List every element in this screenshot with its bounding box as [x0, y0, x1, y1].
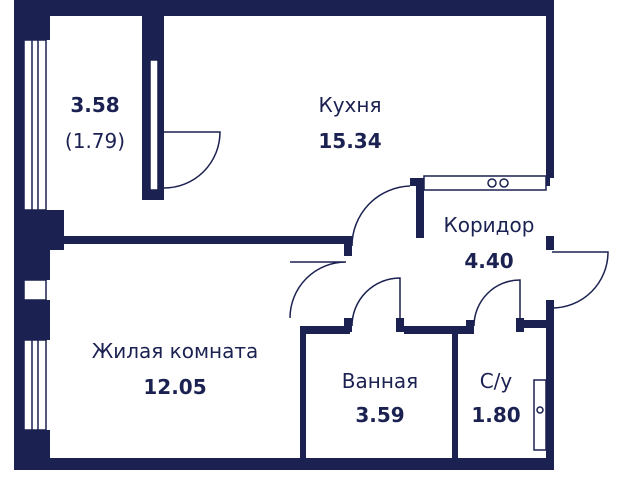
windows — [23, 39, 159, 431]
corridor-name: Коридор — [444, 213, 535, 237]
living-area: 12.05 — [143, 375, 206, 399]
toilet-name: С/у — [480, 369, 513, 393]
doors — [163, 131, 609, 327]
toilet-area: 1.80 — [471, 403, 520, 427]
bathroom-area: 3.59 — [355, 403, 404, 427]
bathroom-name: Ванная — [342, 369, 418, 393]
balcony-area-reduced: (1.79) — [65, 129, 125, 153]
corridor-area: 4.40 — [464, 249, 513, 273]
kitchen-counter — [423, 175, 547, 191]
balcony-area: 3.58 — [70, 93, 119, 117]
kitchen-area: 15.34 — [318, 129, 381, 153]
toilet-fixtures — [533, 379, 547, 451]
living-name: Жилая комната — [92, 339, 259, 363]
kitchen-name: Кухня — [319, 93, 382, 117]
